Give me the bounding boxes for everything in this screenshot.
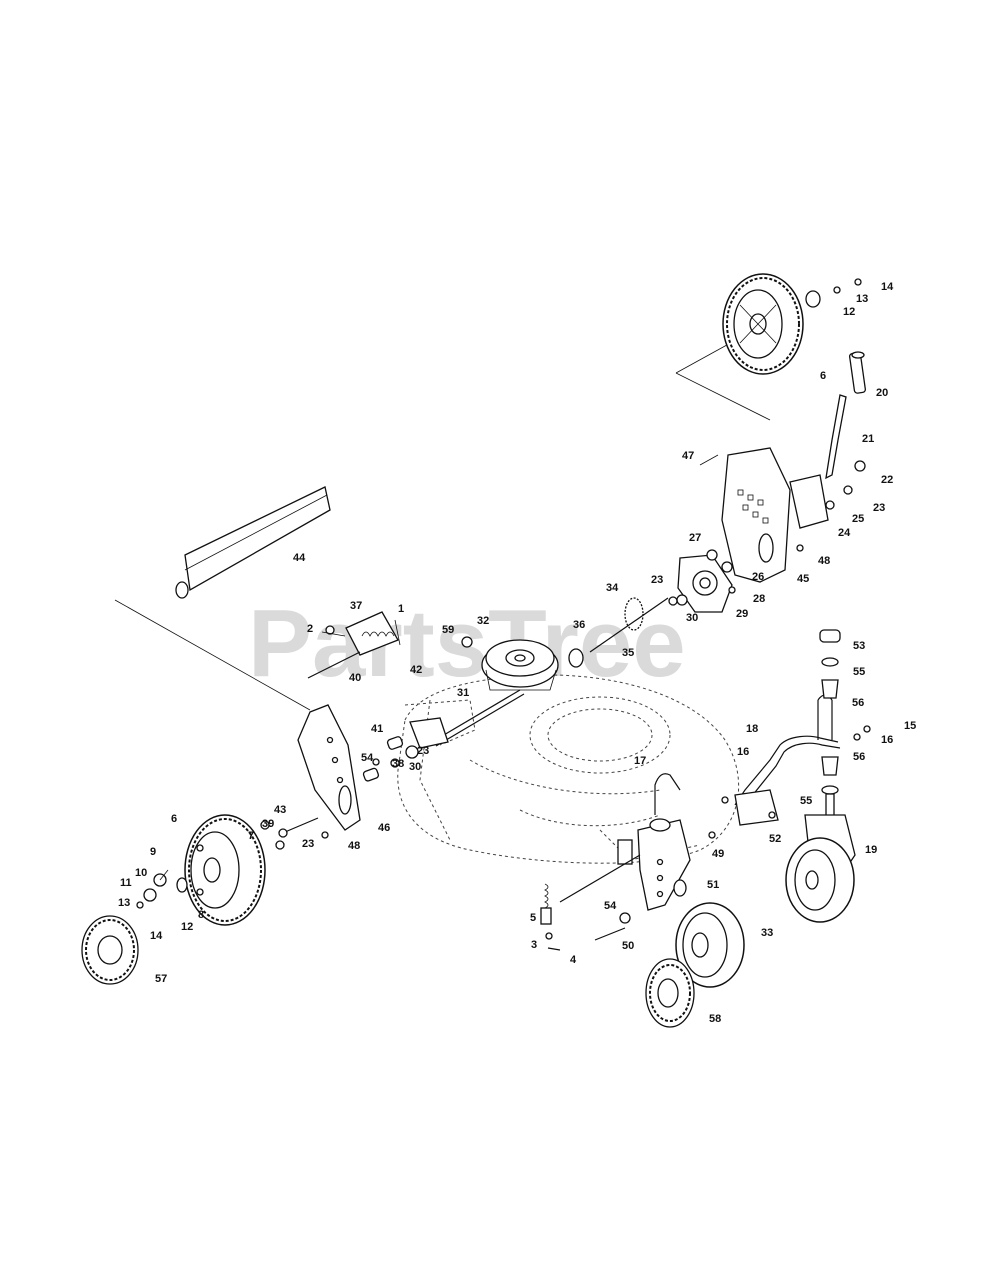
callout-23: 23 [417, 745, 429, 757]
callout-48: 48 [348, 840, 360, 852]
callout-31: 31 [457, 687, 469, 699]
callout-54: 54 [604, 900, 617, 912]
callout-48: 48 [818, 555, 830, 567]
callout-17: 17 [634, 755, 646, 767]
callout-12: 12 [181, 921, 193, 933]
callout-36: 36 [573, 619, 585, 631]
height-adjust-handle [825, 351, 866, 495]
callout-44: 44 [293, 552, 306, 564]
callout-4: 4 [570, 954, 577, 966]
callout-18: 18 [746, 723, 758, 735]
callout-52: 52 [769, 833, 781, 845]
callout-16: 16 [737, 746, 749, 758]
callout-41: 41 [371, 723, 383, 735]
callout-12: 12 [843, 306, 855, 318]
watermark: PartsTree TM [248, 590, 715, 697]
callout-26: 26 [752, 571, 764, 583]
callout-16: 16 [881, 734, 893, 746]
right-bracket-plate [699, 447, 835, 583]
callout-54: 54 [361, 752, 374, 764]
left-rear-wheel [136, 814, 266, 926]
gear-case [676, 549, 736, 613]
callout-15: 15 [904, 720, 916, 732]
callout-38: 38 [392, 758, 404, 770]
callout-29: 29 [736, 608, 748, 620]
callout-9: 9 [150, 846, 156, 858]
callout-51: 51 [707, 879, 719, 891]
callout-labels: 1234566789101112121313141415161617181920… [118, 281, 916, 1025]
callout-59: 59 [442, 624, 454, 636]
callout-27: 27 [689, 532, 701, 544]
callout-35: 35 [622, 647, 634, 659]
hub-cap-left [81, 915, 139, 985]
callout-33: 33 [761, 927, 773, 939]
callout-30: 30 [409, 761, 421, 773]
callout-55: 55 [800, 795, 812, 807]
callout-11: 11 [120, 877, 132, 889]
callout-49: 49 [712, 848, 724, 860]
callout-22: 22 [881, 474, 893, 486]
callout-10: 10 [135, 867, 147, 879]
callout-6: 6 [171, 813, 177, 825]
callout-39: 39 [262, 818, 274, 830]
callout-57: 57 [155, 973, 167, 985]
front-axle [721, 694, 871, 826]
callout-56: 56 [853, 751, 865, 763]
callout-37: 37 [350, 600, 362, 612]
callout-2: 2 [307, 623, 313, 635]
callout-13: 13 [118, 897, 130, 909]
callout-14: 14 [150, 930, 163, 942]
callout-19: 19 [865, 844, 877, 856]
drive-gear [589, 596, 678, 653]
callout-8: 8 [198, 909, 204, 921]
callout-23: 23 [651, 574, 663, 586]
rear-bar [114, 486, 331, 711]
callout-7: 7 [248, 830, 254, 842]
mower-deck [397, 674, 740, 864]
callout-40: 40 [349, 672, 361, 684]
callout-56: 56 [852, 697, 864, 709]
callout-13: 13 [856, 293, 868, 305]
callout-50: 50 [622, 940, 634, 952]
callout-32: 32 [477, 615, 489, 627]
upper-right-wheel [722, 273, 862, 375]
callout-34: 34 [606, 582, 619, 594]
left-bracket-plate [297, 704, 361, 839]
callout-55: 55 [853, 666, 865, 678]
callout-23: 23 [302, 838, 314, 850]
callout-1: 1 [398, 603, 404, 615]
callout-20: 20 [876, 387, 888, 399]
callout-42: 42 [410, 664, 422, 676]
spring-bracket [307, 611, 401, 679]
front-caster-left [559, 773, 745, 1028]
callout-5: 5 [530, 912, 536, 924]
callout-53: 53 [853, 640, 865, 652]
pulley [461, 636, 584, 691]
callout-46: 46 [378, 822, 390, 834]
callout-30: 30 [686, 612, 698, 624]
callout-28: 28 [753, 593, 765, 605]
callout-21: 21 [862, 433, 874, 445]
callout-43: 43 [274, 804, 286, 816]
callout-14: 14 [881, 281, 894, 293]
callout-47: 47 [682, 450, 694, 462]
callout-23: 23 [873, 502, 885, 514]
drive-rod [409, 689, 525, 749]
front-caster-right [785, 629, 856, 923]
callout-58: 58 [709, 1013, 721, 1025]
left-hardware [260, 736, 419, 850]
callout-45: 45 [797, 573, 809, 585]
callout-6: 6 [820, 370, 826, 382]
spring-pin [540, 883, 561, 951]
callout-25: 25 [852, 513, 864, 525]
callout-24: 24 [838, 527, 851, 539]
callout-3: 3 [531, 939, 537, 951]
